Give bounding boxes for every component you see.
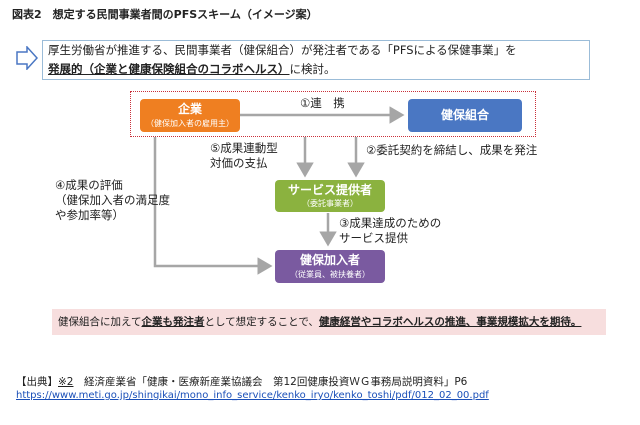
- figure-title: 図表2 想定する民間事業者間のPFSスキーム（イメージ案）: [12, 8, 318, 21]
- intro-text-line1: 厚生労働省が推進する、民間事業者（健保組合）が発注者である「PFSによる保健事業…: [48, 43, 517, 57]
- contract-label: ②委託契約を締結し、成果を発注: [366, 143, 538, 157]
- source-note: ※2: [58, 376, 74, 388]
- member-label: 健保加入者: [299, 253, 360, 267]
- source-citation: 【出典】※2 経済産業省「健康・医療新産業協議会 第12回健康投資ＷＧ事務局説明…: [16, 374, 467, 389]
- delivery-label-line1: ③成果達成のための: [339, 216, 442, 230]
- delivery-label-line2: サービス提供: [339, 230, 408, 245]
- evaluation-label-line1: ④成果の評価: [55, 178, 123, 192]
- intro-rest: に検討。: [289, 62, 336, 76]
- evaluation-label-line3: や参加率等）: [55, 207, 124, 222]
- cooperation-label: ①連 携: [300, 96, 345, 110]
- evaluation-label-line2: （健保加入者の満足度: [55, 192, 170, 207]
- provider-label: サービス提供者: [287, 182, 372, 197]
- payment-label-line2: 対価の支払: [210, 155, 268, 170]
- intro-text-line2: 発展的（企業と健康保険組合のコラボヘルス）に検討。: [48, 61, 336, 77]
- source-link[interactable]: https://www.meti.go.jp/shingikai/mono_in…: [16, 390, 489, 401]
- insurer-label: 健保組合: [440, 107, 489, 122]
- payment-label-line1: ⑤成果連動型: [210, 141, 278, 155]
- conclusion-pre: 健保組合に加えて: [58, 316, 142, 328]
- company-label: 企業: [177, 102, 202, 116]
- right-arrow-icon: [16, 46, 38, 70]
- conclusion-bold-1: 企業も発注者: [141, 316, 205, 328]
- conclusion-box: [52, 309, 606, 335]
- delivery-label: ③成果達成のための サービス提供: [339, 216, 441, 246]
- provider-sublabel: （委託事業者）: [302, 199, 358, 209]
- intro-box: [42, 40, 590, 80]
- evaluation-label: ④成果の評価 （健保加入者の満足度 や参加率等）: [55, 178, 170, 223]
- payment-label: ⑤成果連動型 対価の支払: [210, 141, 278, 171]
- member-node: 健保加入者 （従業員、被扶養者）: [275, 250, 385, 283]
- company-sublabel: （健保加入者の雇用主）: [146, 118, 234, 128]
- conclusion-text: 健保組合に加えて企業も発注者として想定することで、健康経営やコラボヘルスの推進、…: [58, 314, 581, 329]
- cooperation-frame: [130, 91, 536, 137]
- evaluation-arrow: [153, 137, 273, 275]
- intro-emphasis: 発展的（企業と健康保険組合のコラボヘルス）: [48, 62, 290, 76]
- company-node: 企業 （健保加入者の雇用主）: [140, 99, 240, 132]
- conclusion-mid: として想定することで、: [204, 316, 319, 328]
- conclusion-bold-2: 健康経営やコラボヘルスの推進、事業規模拡大を期待。: [318, 316, 582, 328]
- source-text: 経済産業省「健康・医療新産業協議会 第12回健康投資ＷＧ事務局説明資料」P6: [73, 376, 468, 388]
- provider-node: サービス提供者 （委託事業者）: [275, 180, 385, 212]
- insurer-node: 健保組合: [408, 99, 522, 132]
- member-sublabel: （従業員、被扶養者）: [290, 269, 370, 279]
- source-prefix: 【出典】: [16, 376, 58, 388]
